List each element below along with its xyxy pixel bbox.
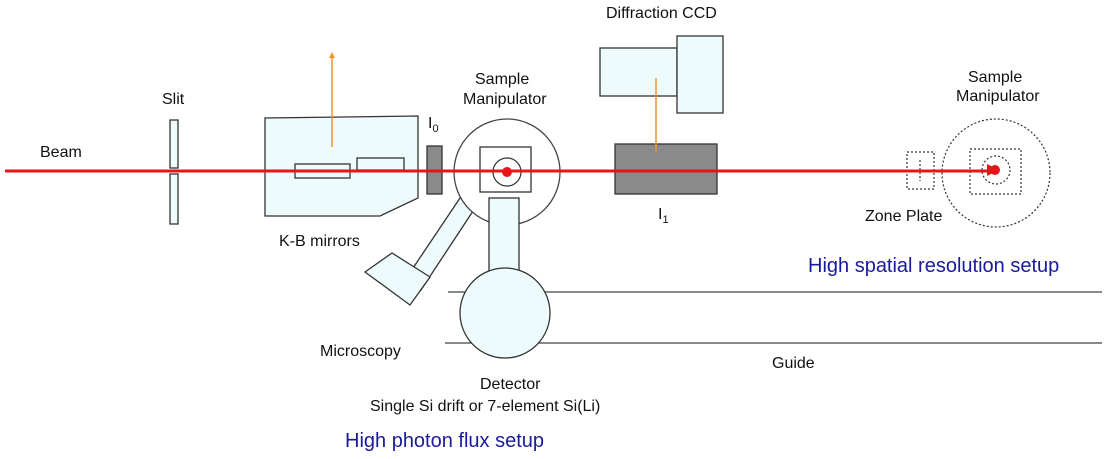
microscopy-label: Microscopy [320, 343, 401, 360]
i1-label: I1 [658, 206, 669, 226]
diffraction-ccd-label: Diffraction CCD [606, 5, 717, 22]
slit-label: Slit [162, 91, 185, 108]
sample-manipulator-2-stage [941, 118, 1051, 228]
detector-snout [488, 197, 520, 273]
i1-ion-chamber [614, 143, 718, 195]
diffraction-ccd-head [676, 35, 724, 114]
sample-manipulator-2-label-line1: Sample [968, 69, 1022, 86]
beam-arrowhead [987, 164, 999, 176]
high-spatial-resolution-setup-label: High spatial resolution setup [808, 255, 1059, 277]
high-photon-flux-setup-label: High photon flux setup [345, 430, 544, 452]
diffraction-ccd-body [599, 47, 678, 97]
guide-label: Guide [772, 355, 815, 372]
detector-label: Detector [480, 376, 541, 393]
beam-label: Beam [40, 144, 82, 161]
kb-mirror-2 [356, 157, 405, 171]
sample-manipulator-2-label-line2: Manipulator [956, 88, 1040, 105]
zone-plate-label: Zone Plate [865, 208, 942, 225]
sample-ring-2 [981, 155, 1011, 185]
kb-mirrors-label: K-B mirrors [279, 233, 360, 250]
slit-upper-blade [169, 119, 179, 169]
slit-lower-blade [169, 173, 179, 225]
i0-label: I0 [428, 115, 439, 135]
beam-focus-spot [502, 167, 512, 177]
detector-body [459, 267, 551, 359]
microscopy-head [363, 252, 431, 306]
sample-manipulator-label-line1: Sample [475, 71, 529, 88]
detector-description: Single Si drift or 7-element Si(Li) [370, 398, 600, 415]
sample-manipulator-label-line2: Manipulator [463, 91, 547, 108]
kb-arrow-head [329, 52, 335, 58]
